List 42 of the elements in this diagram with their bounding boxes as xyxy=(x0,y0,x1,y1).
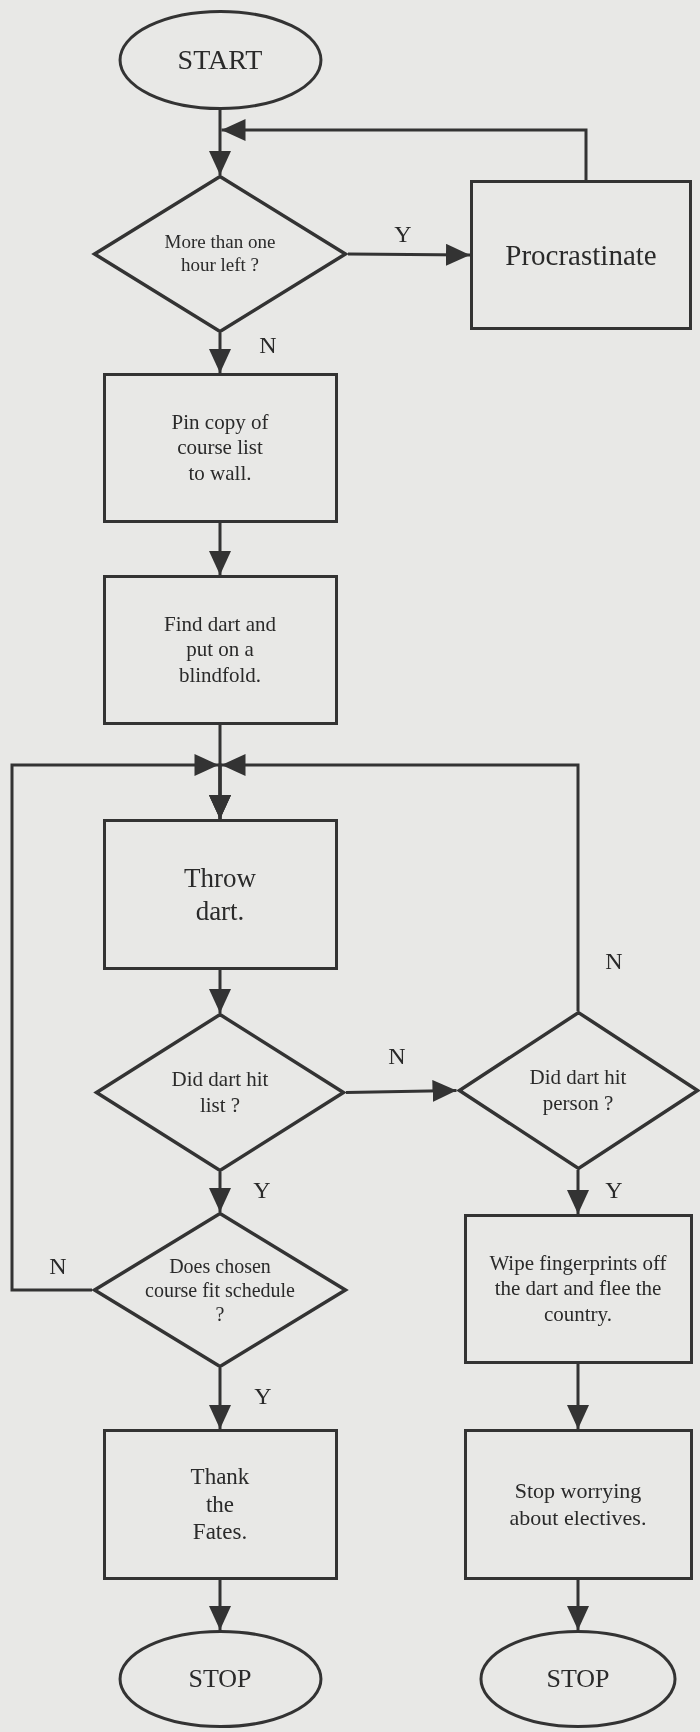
decision-diamond xyxy=(92,1212,348,1368)
process-box xyxy=(102,819,338,970)
decision-diamond xyxy=(94,1013,346,1172)
arrow xyxy=(209,110,231,175)
process-box xyxy=(102,1429,338,1580)
node-text: Find dart and put on a blindfold. xyxy=(163,612,277,688)
arrow xyxy=(209,523,231,575)
node-text: START xyxy=(176,43,264,77)
node-text: Wipe fingerprints off the dart and flee the country. xyxy=(489,1251,667,1327)
arrow xyxy=(221,119,588,180)
node-text: Does chosen course fit schedule ? xyxy=(145,1254,295,1326)
arrow xyxy=(209,754,580,1011)
terminal-oval xyxy=(117,1630,323,1728)
process-box xyxy=(463,1214,693,1364)
process-box xyxy=(102,373,338,523)
decision-diamond xyxy=(456,1011,700,1170)
process-box xyxy=(463,1429,693,1580)
node-text: STOP xyxy=(187,1663,253,1695)
terminal-oval xyxy=(479,1630,677,1728)
arrow xyxy=(209,333,231,373)
arrow xyxy=(209,970,231,1013)
node-text: More than one hour left ? xyxy=(163,231,277,277)
node-text: Stop worrying about electives. xyxy=(508,1478,648,1531)
node-text: Did dart hit person ? xyxy=(528,1065,628,1116)
process-box xyxy=(102,575,338,725)
node-text: Thank the Fates. xyxy=(189,1463,251,1546)
arrow xyxy=(567,1580,589,1630)
arrow xyxy=(209,1580,231,1630)
arrow xyxy=(567,1170,589,1214)
arrow xyxy=(348,243,470,266)
decision-diamond xyxy=(92,175,348,333)
arrow xyxy=(209,1172,231,1212)
arrow xyxy=(345,1079,457,1102)
node-text: Pin copy of course list to wall. xyxy=(170,410,270,486)
arrow xyxy=(567,1364,589,1429)
node-text: Did dart hit list ? xyxy=(170,1067,270,1118)
node-text: Throw dart. xyxy=(183,862,257,927)
terminal-oval xyxy=(117,10,323,110)
node-text: STOP xyxy=(545,1663,611,1695)
arrow xyxy=(209,1368,231,1429)
process-box xyxy=(470,180,692,330)
node-text: Procrastinate xyxy=(504,237,658,273)
